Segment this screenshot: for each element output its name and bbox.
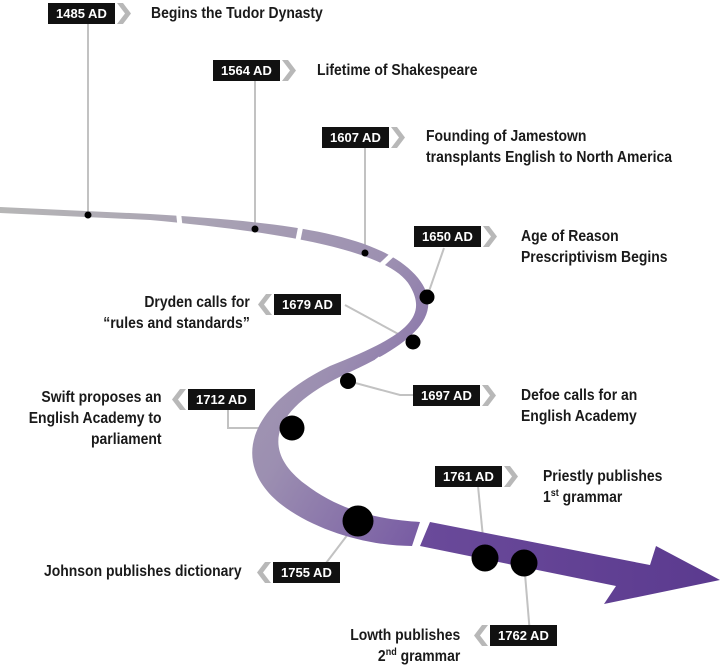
event-label-line: English Academy to [29, 410, 162, 427]
event-tag-1679: 1679 AD [254, 294, 341, 315]
event-date: 1564 AD [213, 60, 280, 81]
event-date: 1697 AD [413, 385, 480, 406]
event-label-line: transplants English to North America [426, 149, 672, 166]
dot-1650 [419, 289, 435, 305]
event-label-1761: Priestly publishes 1st grammar [543, 466, 662, 508]
event-dots [84, 211, 538, 577]
chevron-left-icon [257, 562, 271, 583]
dot-1712 [279, 415, 305, 441]
chevron-right-icon [281, 60, 296, 81]
event-tag-1712: 1712 AD [168, 389, 255, 410]
event-label-line: Defoe calls for an [521, 387, 638, 404]
ordinal-number: 2 [377, 648, 386, 665]
event-label-line: English Academy [521, 408, 637, 425]
dot-1607 [361, 249, 369, 257]
event-tag-1762: 1762 AD [470, 625, 557, 646]
event-tag-1485: 1485 AD [48, 3, 135, 24]
event-date: 1761 AD [435, 466, 502, 487]
chevron-left-icon [474, 625, 488, 646]
event-date: 1762 AD [490, 625, 557, 646]
event-label-line: Dryden calls for [144, 294, 250, 311]
dot-1761 [471, 544, 499, 572]
dot-1762 [510, 549, 538, 577]
dot-1755 [342, 505, 374, 537]
event-tag-1697: 1697 AD [413, 385, 500, 406]
event-label-line: Swift proposes an [41, 389, 162, 406]
event-label-line: Priestly publishes [543, 468, 663, 485]
event-date: 1650 AD [414, 226, 481, 247]
event-label-1679: Dryden calls for “rules and standards” [103, 292, 250, 334]
ordinal-rest: grammar [558, 489, 623, 506]
event-label-line: parliament [91, 431, 162, 448]
event-label-line: Age of Reason [521, 228, 619, 245]
event-label-line: Lowth publishes [349, 627, 460, 644]
ordinal-rest: grammar [396, 648, 460, 665]
chevron-right-icon [390, 127, 405, 148]
event-label-line: 2nd grammar [350, 646, 460, 667]
event-tag-1761: 1761 AD [435, 466, 522, 487]
ribbon-gaps [175, 207, 395, 377]
event-label-1485: Begins the Tudor Dynasty [151, 5, 323, 22]
timeline-arrow [420, 522, 720, 604]
ordinal-number: 1 [543, 489, 551, 506]
event-date: 1485 AD [48, 3, 115, 24]
dot-1485 [84, 211, 92, 219]
event-label-1564: Lifetime of Shakespeare [317, 62, 478, 79]
event-label-1650: Age of Reason Prescriptivism Begins [521, 226, 668, 268]
chevron-left-icon [172, 389, 186, 410]
dot-1564 [251, 225, 259, 233]
chevron-right-icon [481, 385, 496, 406]
event-date: 1712 AD [188, 389, 255, 410]
event-date: 1755 AD [273, 562, 340, 583]
chevron-right-icon [116, 3, 131, 24]
timeline-ribbon [0, 207, 429, 546]
chevron-right-icon [503, 466, 518, 487]
event-tag-1755: 1755 AD [253, 562, 340, 583]
chevron-left-icon [258, 294, 272, 315]
event-date: 1679 AD [274, 294, 341, 315]
ordinal-suffix: nd [385, 646, 397, 658]
event-label-line: “rules and standards” [103, 315, 250, 332]
dot-1679 [405, 334, 421, 350]
chevron-right-icon [482, 226, 497, 247]
event-label-line: Founding of Jamestown [426, 128, 587, 145]
dot-1697 [340, 373, 356, 389]
event-tag-1607: 1607 AD [322, 127, 409, 148]
event-label-1697: Defoe calls for an English Academy [521, 385, 637, 427]
event-date: 1607 AD [322, 127, 389, 148]
event-label-1607: Founding of Jamestown transplants Englis… [426, 126, 672, 168]
event-label-line: 1st grammar [543, 487, 662, 508]
ordinal-suffix: st [550, 487, 559, 499]
event-label-1755: Johnson publishes dictionary [44, 563, 242, 580]
event-tag-1650: 1650 AD [414, 226, 501, 247]
event-label-1762: Lowth publishes 2nd grammar [350, 625, 460, 667]
event-label-1712: Swift proposes an English Academy to par… [29, 387, 162, 450]
event-label-line: Prescriptivism Begins [521, 249, 668, 266]
event-tag-1564: 1564 AD [213, 60, 300, 81]
